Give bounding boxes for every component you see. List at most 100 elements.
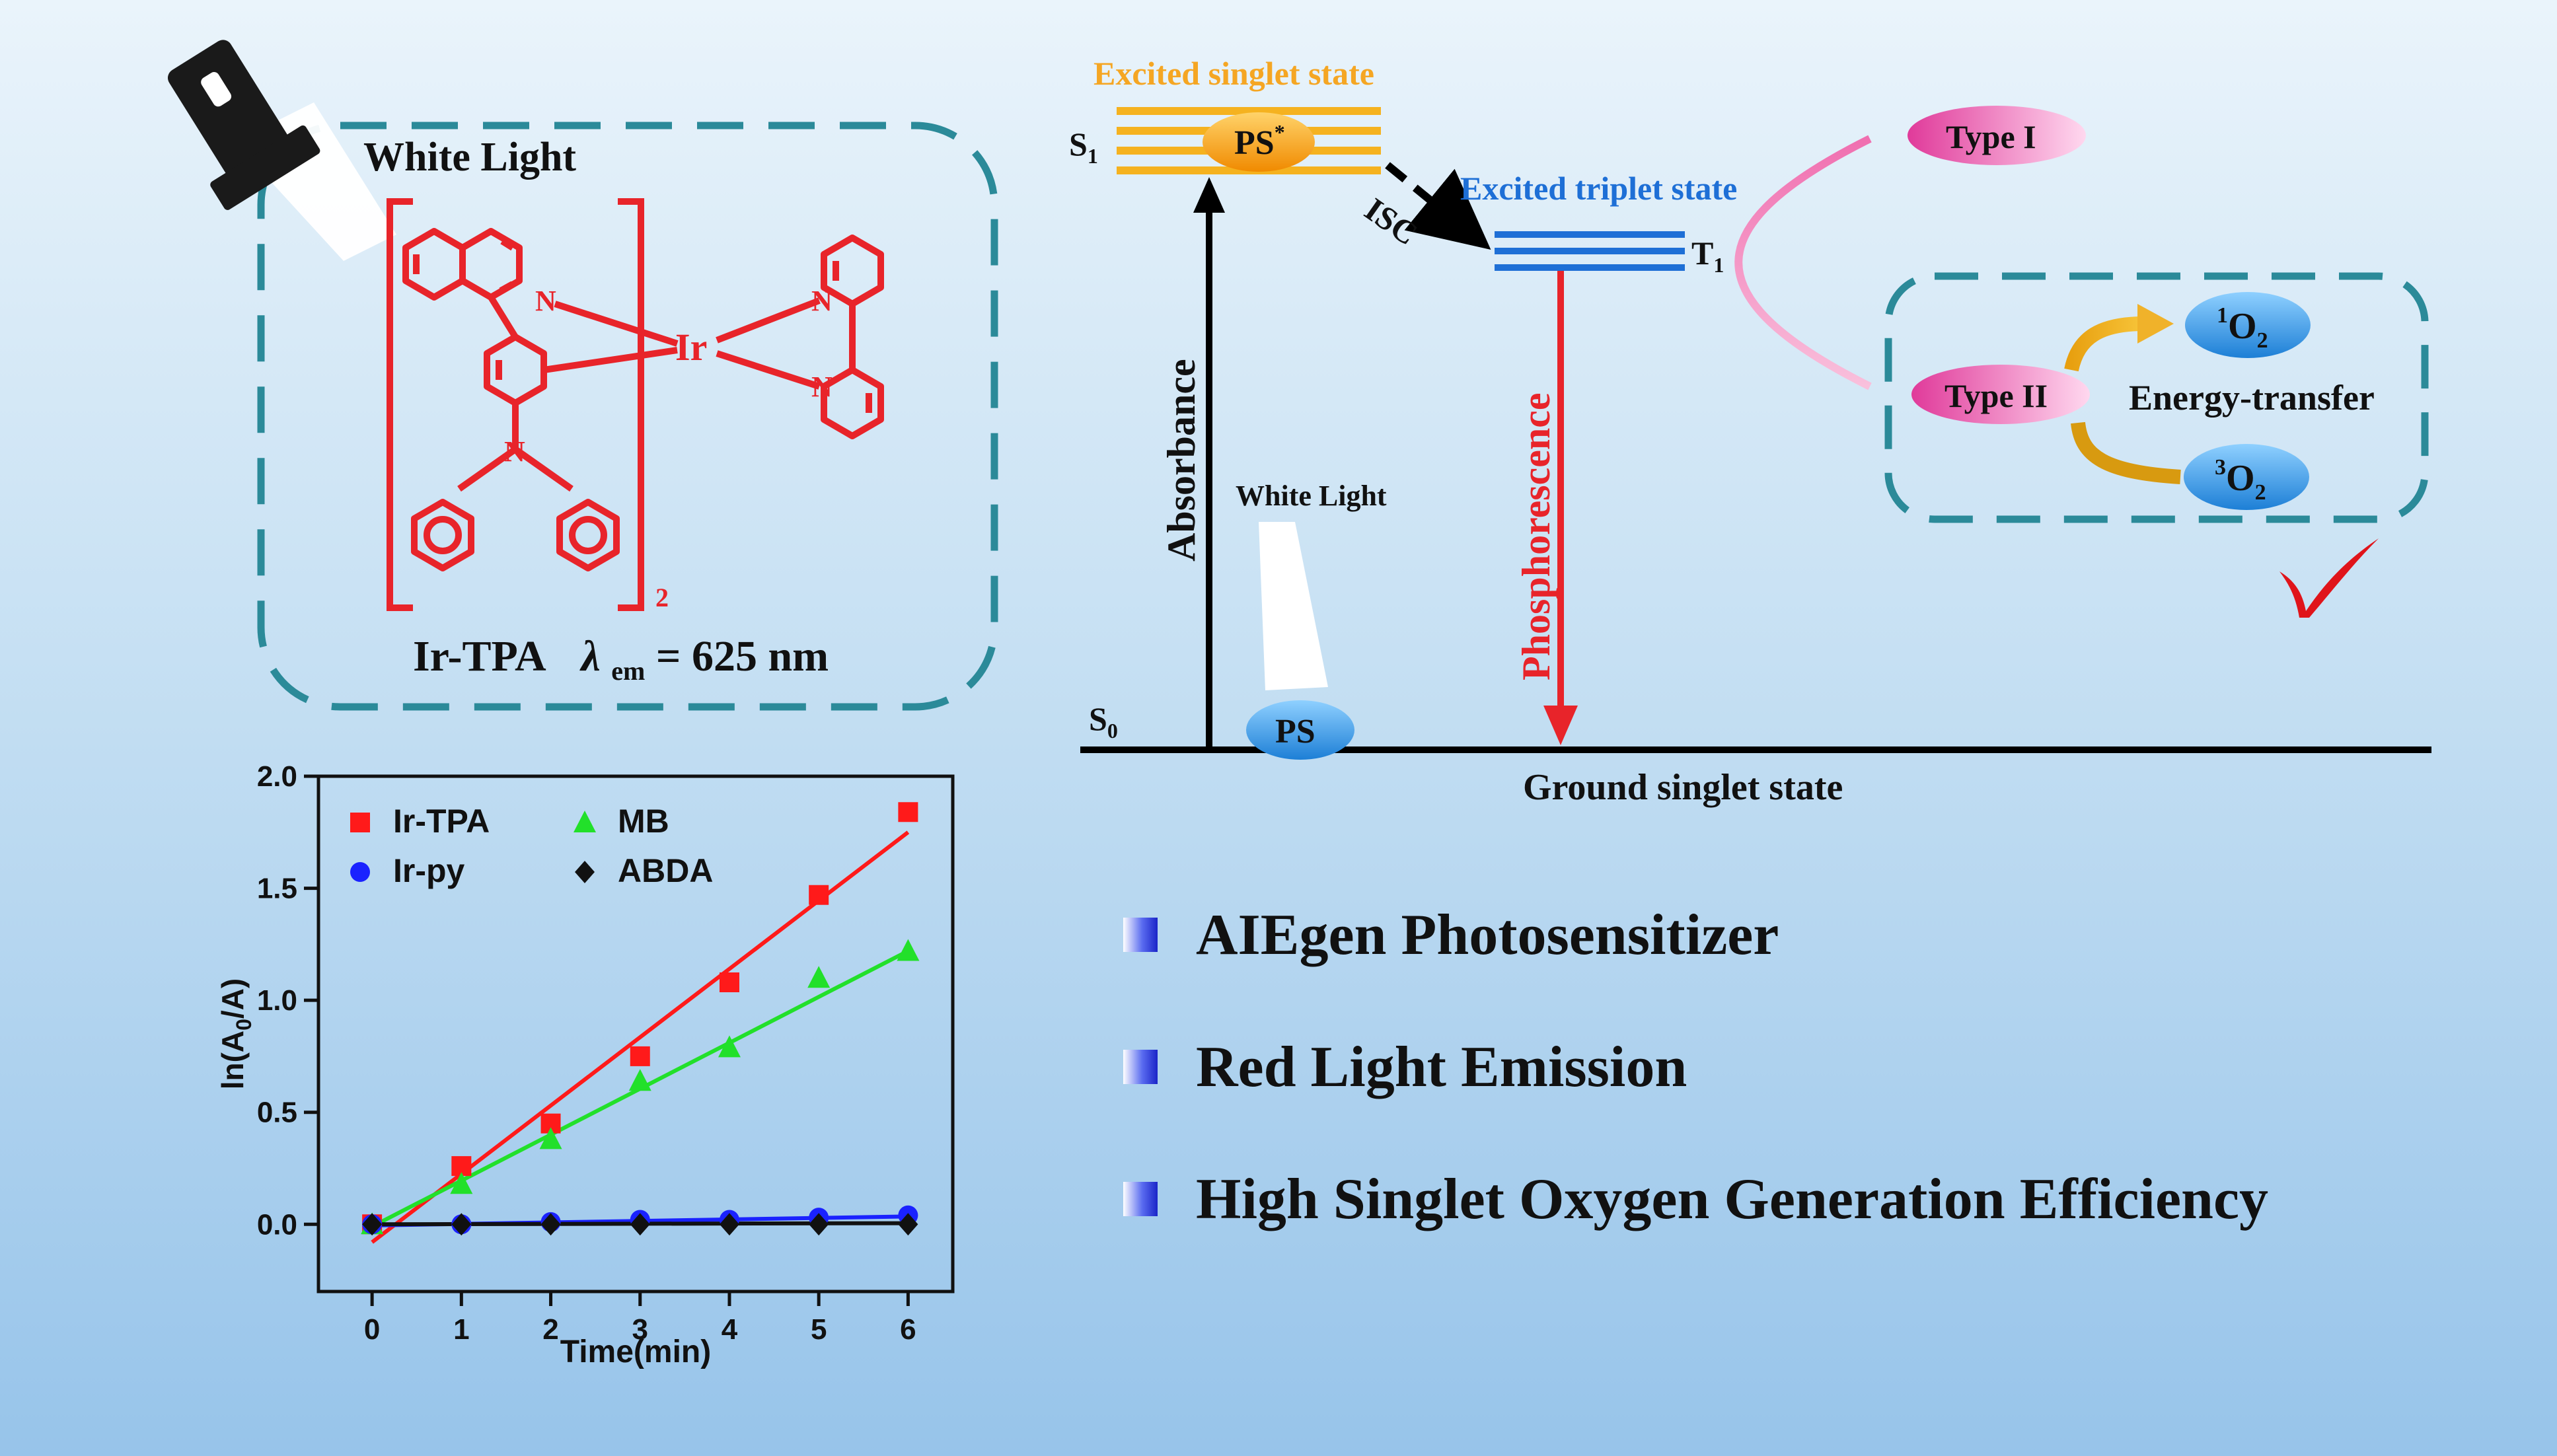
bullet-square-icon [1123, 918, 1158, 952]
flashlight-icon [167, 40, 396, 261]
legend-marker [350, 813, 370, 832]
type2-label: Type II [1945, 377, 2048, 414]
legend-marker [350, 862, 370, 882]
structure-dashed-frame [257, 122, 998, 711]
ir-tpa-molecule [402, 228, 884, 571]
bullet-square-icon [1123, 1182, 1158, 1216]
type1-ellipse [1908, 106, 2086, 165]
type2-dashed-frame [1884, 272, 2429, 523]
energy-transfer-arrow-up [2064, 316, 2145, 372]
energy-transfer-label: Energy-transfer [2129, 378, 2375, 418]
triplet-levels [1495, 231, 1685, 271]
singlet-oxygen-label: 1O2 [2217, 303, 2268, 353]
data-point [809, 1213, 829, 1236]
jablonski-diagram: Excited singlet state S1 PS* ISC Excited… [1069, 55, 2431, 808]
light-beam [1259, 522, 1328, 690]
triplet-oxygen-label: 3O2 [2215, 455, 2266, 505]
nitrogen-label-2: N [504, 435, 525, 468]
type1-label: Type I [1946, 118, 2036, 155]
ps-star-ellipse [1203, 112, 1315, 172]
s0-label: S0 [1089, 700, 1118, 743]
bracket-subscript: 2 [655, 583, 669, 612]
phosphorescence-label: Phosphorescence [1514, 392, 1558, 680]
bullet-item: AIEgen Photosensitizer [1123, 898, 1779, 971]
data-point [362, 1213, 383, 1236]
y-tick-label: 0.5 [257, 1097, 297, 1129]
absorbance-arrowhead [1193, 177, 1225, 213]
data-point [540, 1213, 561, 1236]
singlet-oxygen-ellipse [2185, 292, 2311, 358]
left-bracket [387, 198, 413, 611]
iridium-label: Ir [675, 326, 707, 369]
data-point [898, 1213, 918, 1236]
structure-caption: Ir-TPA λ em = 625 nm [413, 632, 829, 690]
legend-label: MB [618, 803, 669, 840]
ps-star-label: PS* [1234, 120, 1285, 162]
mechanism-panel: Type I Type II 1O2 Energy-transfer 3O2 [1734, 106, 2429, 618]
branch-curve [1734, 135, 1872, 390]
data-point [718, 1035, 741, 1058]
legend-marker [574, 811, 596, 832]
type2-ellipse [1911, 365, 2090, 424]
y-tick-label: 1.5 [257, 873, 297, 905]
data-point [450, 1172, 473, 1194]
excited-triplet-label: Excited triplet state [1460, 170, 1737, 207]
legend-label: Ir-py [393, 852, 465, 889]
bullet-item: Red Light Emission [1123, 1031, 1687, 1103]
data-point [809, 885, 829, 905]
x-tick-label: 6 [900, 1313, 916, 1346]
x-tick-label: 1 [453, 1313, 469, 1346]
y-axis-label: ln(A0/A) [215, 978, 256, 1090]
x-tick-label: 3 [632, 1313, 648, 1346]
data-point [897, 939, 920, 961]
data-point [719, 972, 739, 992]
phosphorescence-arrowhead [1543, 706, 1578, 745]
y-tick-label: 1.0 [257, 984, 297, 1017]
energy-transfer-arrowhead [2137, 304, 2174, 344]
x-tick-label: 5 [811, 1313, 827, 1346]
data-point [539, 1127, 562, 1149]
bullet-text: Red Light Emission [1196, 1035, 1687, 1099]
singlet-oxygen-chart: 0 1 2 3 4 5 6 0.0 0.5 1.0 1.5 2.0 Ir-TPA MB Ir-py ABDA… [215, 760, 955, 1369]
excited-singlet-label: Excited singlet state [1093, 55, 1374, 92]
data-point [630, 1046, 650, 1066]
white-light-label: White Light [1236, 480, 1387, 512]
x-tick-label: 4 [722, 1313, 738, 1346]
bullet-square-icon [1123, 1050, 1158, 1084]
data-point [451, 1213, 472, 1236]
y-tick-label: 0.0 [257, 1208, 297, 1241]
bullet-text: AIEgen Photosensitizer [1196, 902, 1779, 967]
absorbance-label: Absorbance [1160, 359, 1203, 562]
data-point [630, 1213, 650, 1236]
data-point [898, 802, 918, 822]
x-axis-label: Time(min) [560, 1334, 711, 1369]
isc-label: ISC [1358, 190, 1425, 252]
bullet-text: High Singlet Oxygen Generation Efficienc… [1196, 1167, 2269, 1231]
legend-label: ABDA [618, 852, 713, 889]
ps-label: PS [1275, 713, 1316, 750]
nitrogen-label-4: N [811, 371, 833, 403]
x-tick-label: 2 [542, 1313, 558, 1346]
t1-label: T1 [1691, 235, 1724, 277]
nitrogen-label-1: N [535, 285, 556, 317]
ground-singlet-label: Ground singlet state [1523, 767, 1843, 808]
nitrogen-label-3: N [811, 285, 833, 317]
right-bracket [618, 198, 644, 611]
bullet-item: High Singlet Oxygen Generation Efficienc… [1123, 1163, 2268, 1235]
structure-light-label: White Light [363, 135, 576, 180]
isc-arrow [1385, 162, 1491, 250]
x-tick-label: 0 [364, 1313, 380, 1346]
check-mark-icon [2279, 538, 2379, 618]
structure-panel: White Light 2 [167, 40, 998, 711]
data-point [719, 1213, 739, 1236]
ps-ellipse [1246, 700, 1354, 760]
data-point [628, 1069, 651, 1091]
s1-label: S1 [1069, 126, 1098, 168]
triplet-oxygen-ellipse [2184, 444, 2309, 510]
y-tick-label: 2.0 [257, 760, 297, 793]
plot-frame [316, 774, 955, 1293]
legend-marker [575, 861, 595, 883]
energy-transfer-arrow-down [2071, 421, 2181, 484]
legend-label: Ir-TPA [393, 803, 490, 840]
data-point [807, 966, 831, 988]
